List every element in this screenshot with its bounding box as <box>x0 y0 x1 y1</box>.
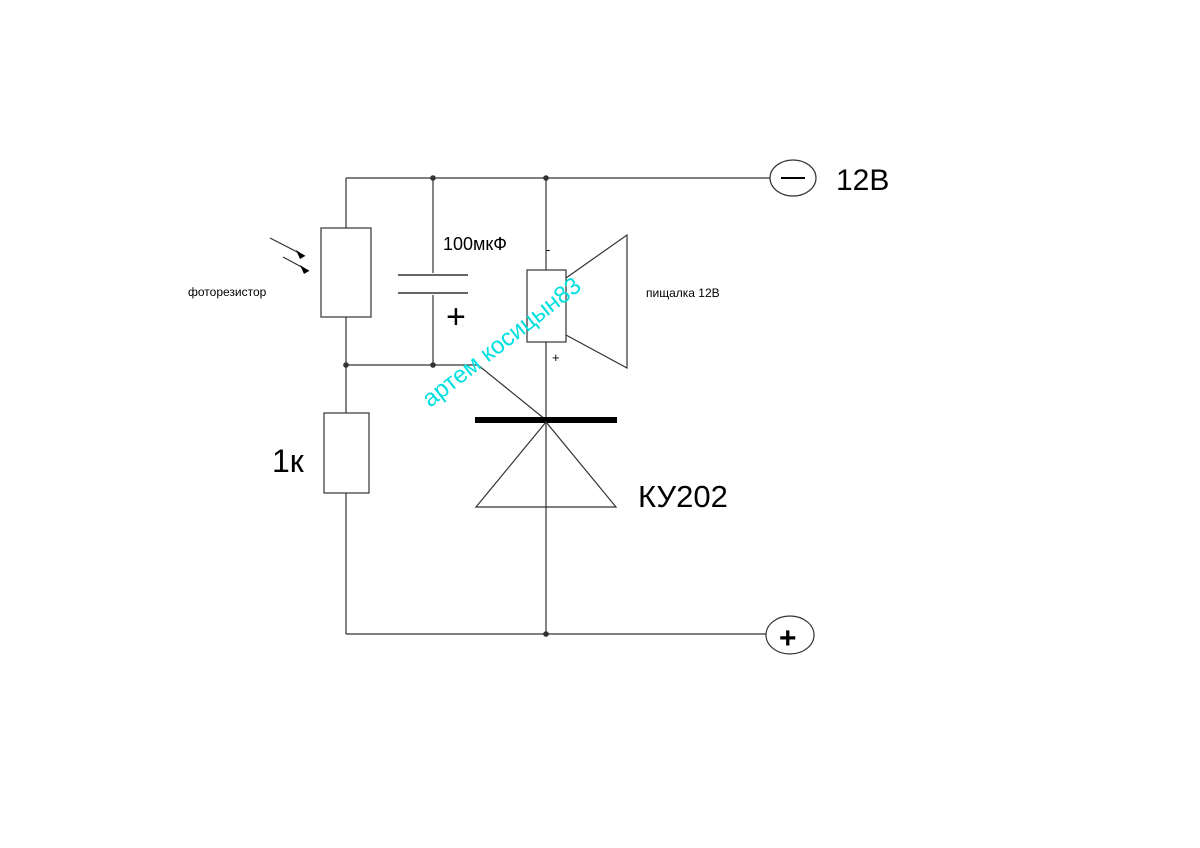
thyristor-symbol <box>474 342 618 634</box>
plus-terminal-sign: + <box>779 622 797 655</box>
capacitor-symbol <box>398 274 468 365</box>
capacitor-label: 100мкФ <box>443 234 507 254</box>
buzzer-label: пищалка 12В <box>646 286 720 300</box>
light-arrows-icon <box>269 237 310 274</box>
resistor-label: 1к <box>272 443 305 479</box>
photoresistor-label: фоторезистор <box>188 285 267 299</box>
capacitor-plus-sign: + <box>446 298 466 336</box>
thyristor-label: КУ202 <box>638 479 728 514</box>
junction-mid-left <box>343 362 349 368</box>
top-rail-wires <box>345 177 770 273</box>
buzzer-symbol <box>526 233 628 370</box>
minus-terminal[interactable] <box>769 159 817 197</box>
junction-bottom <box>543 631 549 637</box>
buzzer-plus-label: + <box>552 350 560 365</box>
buzzer-minus-label: - <box>546 242 550 257</box>
junction-top-buzzer <box>543 175 549 181</box>
plus-terminal[interactable] <box>765 615 815 655</box>
photoresistor-body <box>320 227 372 318</box>
voltage-label: 12В <box>836 164 889 197</box>
junction-mid-capacitor <box>430 362 436 368</box>
resistor-body <box>323 412 370 494</box>
junction-top-capacitor <box>430 175 436 181</box>
